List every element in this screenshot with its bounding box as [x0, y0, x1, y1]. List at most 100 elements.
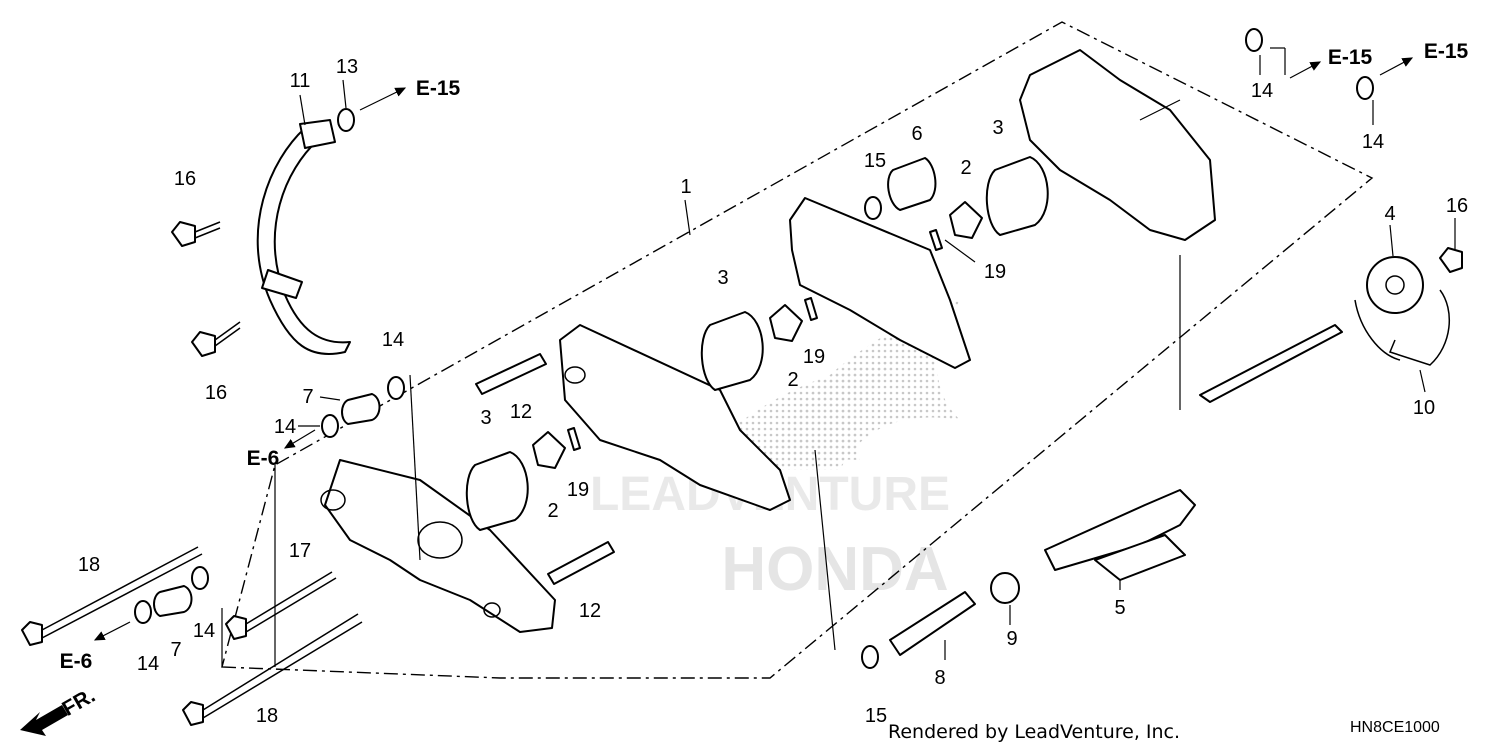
- callout-19-a: 19: [567, 479, 589, 501]
- callout-1: 1: [680, 176, 691, 198]
- pump-cover-middle: [789, 197, 971, 369]
- pin-19-a: [567, 427, 581, 451]
- o-ring-14-c: [191, 566, 209, 590]
- callout-3-c: 3: [992, 117, 1003, 139]
- callout-14-b: 14: [274, 416, 296, 438]
- reference-e15-middle: E-15: [1328, 46, 1373, 69]
- callout-4: 4: [1384, 203, 1395, 225]
- oil-strainer-hose: [1044, 489, 1196, 571]
- pin-19-b: [804, 297, 818, 321]
- callout-8: 8: [934, 667, 945, 689]
- outer-rotor-3-a: [465, 451, 529, 531]
- pin-19-c: [929, 229, 943, 251]
- section-references: E-15 E-15 E-15 E-6 E-6: [60, 40, 1469, 673]
- dowel-pin-12-upper: [475, 353, 547, 395]
- callout-5: 5: [1114, 597, 1125, 619]
- callout-15-b: 15: [865, 705, 887, 727]
- bolt-16-right: [1439, 247, 1463, 273]
- bolt-16-lower: [191, 321, 241, 357]
- pump-cover-front: [559, 324, 791, 511]
- honda-wing-logo-lower: [700, 360, 900, 460]
- callout-14-a: 14: [382, 329, 404, 351]
- joint-7-lower: [153, 585, 193, 617]
- collar-6: [887, 157, 937, 211]
- callout-2-a: 2: [547, 500, 558, 522]
- callout-15-a: 15: [864, 150, 886, 172]
- arrow-to-e15-middle: [1289, 61, 1322, 79]
- render-credit: Rendered by LeadVenture, Inc.: [888, 721, 1180, 743]
- oil-pipe-11: [256, 119, 351, 356]
- callout-17: 17: [289, 540, 311, 562]
- callout-numbers: 1 2 2 2 3 3 3 4 5 6 7 7 8 9 10 11 12 12 …: [78, 56, 1468, 727]
- sprocket-4: [1366, 256, 1424, 314]
- callout-3-b: 3: [717, 267, 728, 289]
- dowel-pin-12-lower: [547, 541, 615, 585]
- inner-rotor-2-a: [532, 431, 566, 469]
- callout-19-b: 19: [803, 346, 825, 368]
- arrow-to-e6-lower: [93, 621, 131, 641]
- reference-e6-upper: E-6: [247, 447, 280, 470]
- callout-6: 6: [911, 123, 922, 145]
- chain-10: [1354, 299, 1401, 361]
- front-direction-indicator: FR.: [20, 684, 99, 736]
- callout-7-a: 7: [302, 386, 313, 408]
- reference-e6-lower: E-6: [60, 650, 93, 673]
- o-ring-14-a: [387, 376, 405, 400]
- callout-7-b: 7: [170, 639, 181, 661]
- callout-18-b: 18: [256, 705, 278, 727]
- callout-16-b: 16: [205, 382, 227, 404]
- o-ring-13: [337, 108, 355, 132]
- callout-10: 10: [1413, 397, 1435, 419]
- pump-cover-rear: [1019, 49, 1216, 241]
- chain-guide: [1199, 324, 1343, 403]
- o-ring-15-b: [861, 645, 879, 669]
- reference-e15-right: E-15: [1424, 40, 1469, 63]
- joint-7-upper: [341, 393, 381, 425]
- callout-14-e: 14: [1251, 80, 1273, 102]
- bolt-17: [225, 571, 337, 640]
- assembly-boundary: [221, 21, 1374, 679]
- grommet-9: [990, 572, 1020, 604]
- front-arrow-icon: [20, 705, 68, 736]
- outer-rotor-3-b: [700, 311, 764, 391]
- reference-e15-left: E-15: [416, 77, 461, 100]
- callout-12-a: 12: [510, 401, 532, 423]
- callout-12-b: 12: [579, 600, 601, 622]
- diagram-code: HN8CE1000: [1350, 719, 1440, 736]
- pipe-8: [889, 591, 976, 656]
- o-ring-14-b: [321, 414, 339, 438]
- arrow-to-e15-left: [359, 87, 407, 111]
- o-ring-15-a: [864, 196, 882, 220]
- outer-rotors: [465, 156, 1049, 531]
- callout-19-c: 19: [984, 261, 1006, 283]
- callout-3-a: 3: [480, 407, 491, 429]
- callout-13: 13: [336, 56, 358, 78]
- bolt-18-upper: [21, 546, 203, 646]
- o-ring-14-e: [1245, 28, 1263, 52]
- callout-14-d: 14: [137, 653, 159, 675]
- callout-14-f: 14: [1362, 131, 1384, 153]
- arrow-to-e15-right: [1379, 57, 1414, 76]
- oil-strainer-5: [1094, 534, 1186, 581]
- callout-14-c: 14: [193, 620, 215, 642]
- callout-16-a: 16: [174, 168, 196, 190]
- leader-lines: [221, 47, 1456, 667]
- o-ring-14-d: [134, 600, 152, 624]
- watermark-brand: HONDA: [721, 535, 948, 604]
- callout-18-a: 18: [78, 554, 100, 576]
- callout-2-b: 2: [787, 369, 798, 391]
- arrow-to-e6-upper: [283, 429, 316, 449]
- inner-rotor-2-b: [769, 304, 803, 342]
- callout-9: 9: [1006, 628, 1017, 650]
- inner-rotor-2-c: [949, 201, 983, 239]
- callout-2-c: 2: [960, 157, 971, 179]
- bolt-16-upper: [171, 221, 221, 247]
- bolt-18-lower: [182, 613, 363, 726]
- callout-16-c: 16: [1446, 195, 1468, 217]
- o-rings: [134, 28, 1374, 669]
- inner-rotors: [532, 201, 983, 469]
- o-ring-14-f: [1356, 76, 1374, 100]
- outer-rotor-3-c: [985, 156, 1049, 236]
